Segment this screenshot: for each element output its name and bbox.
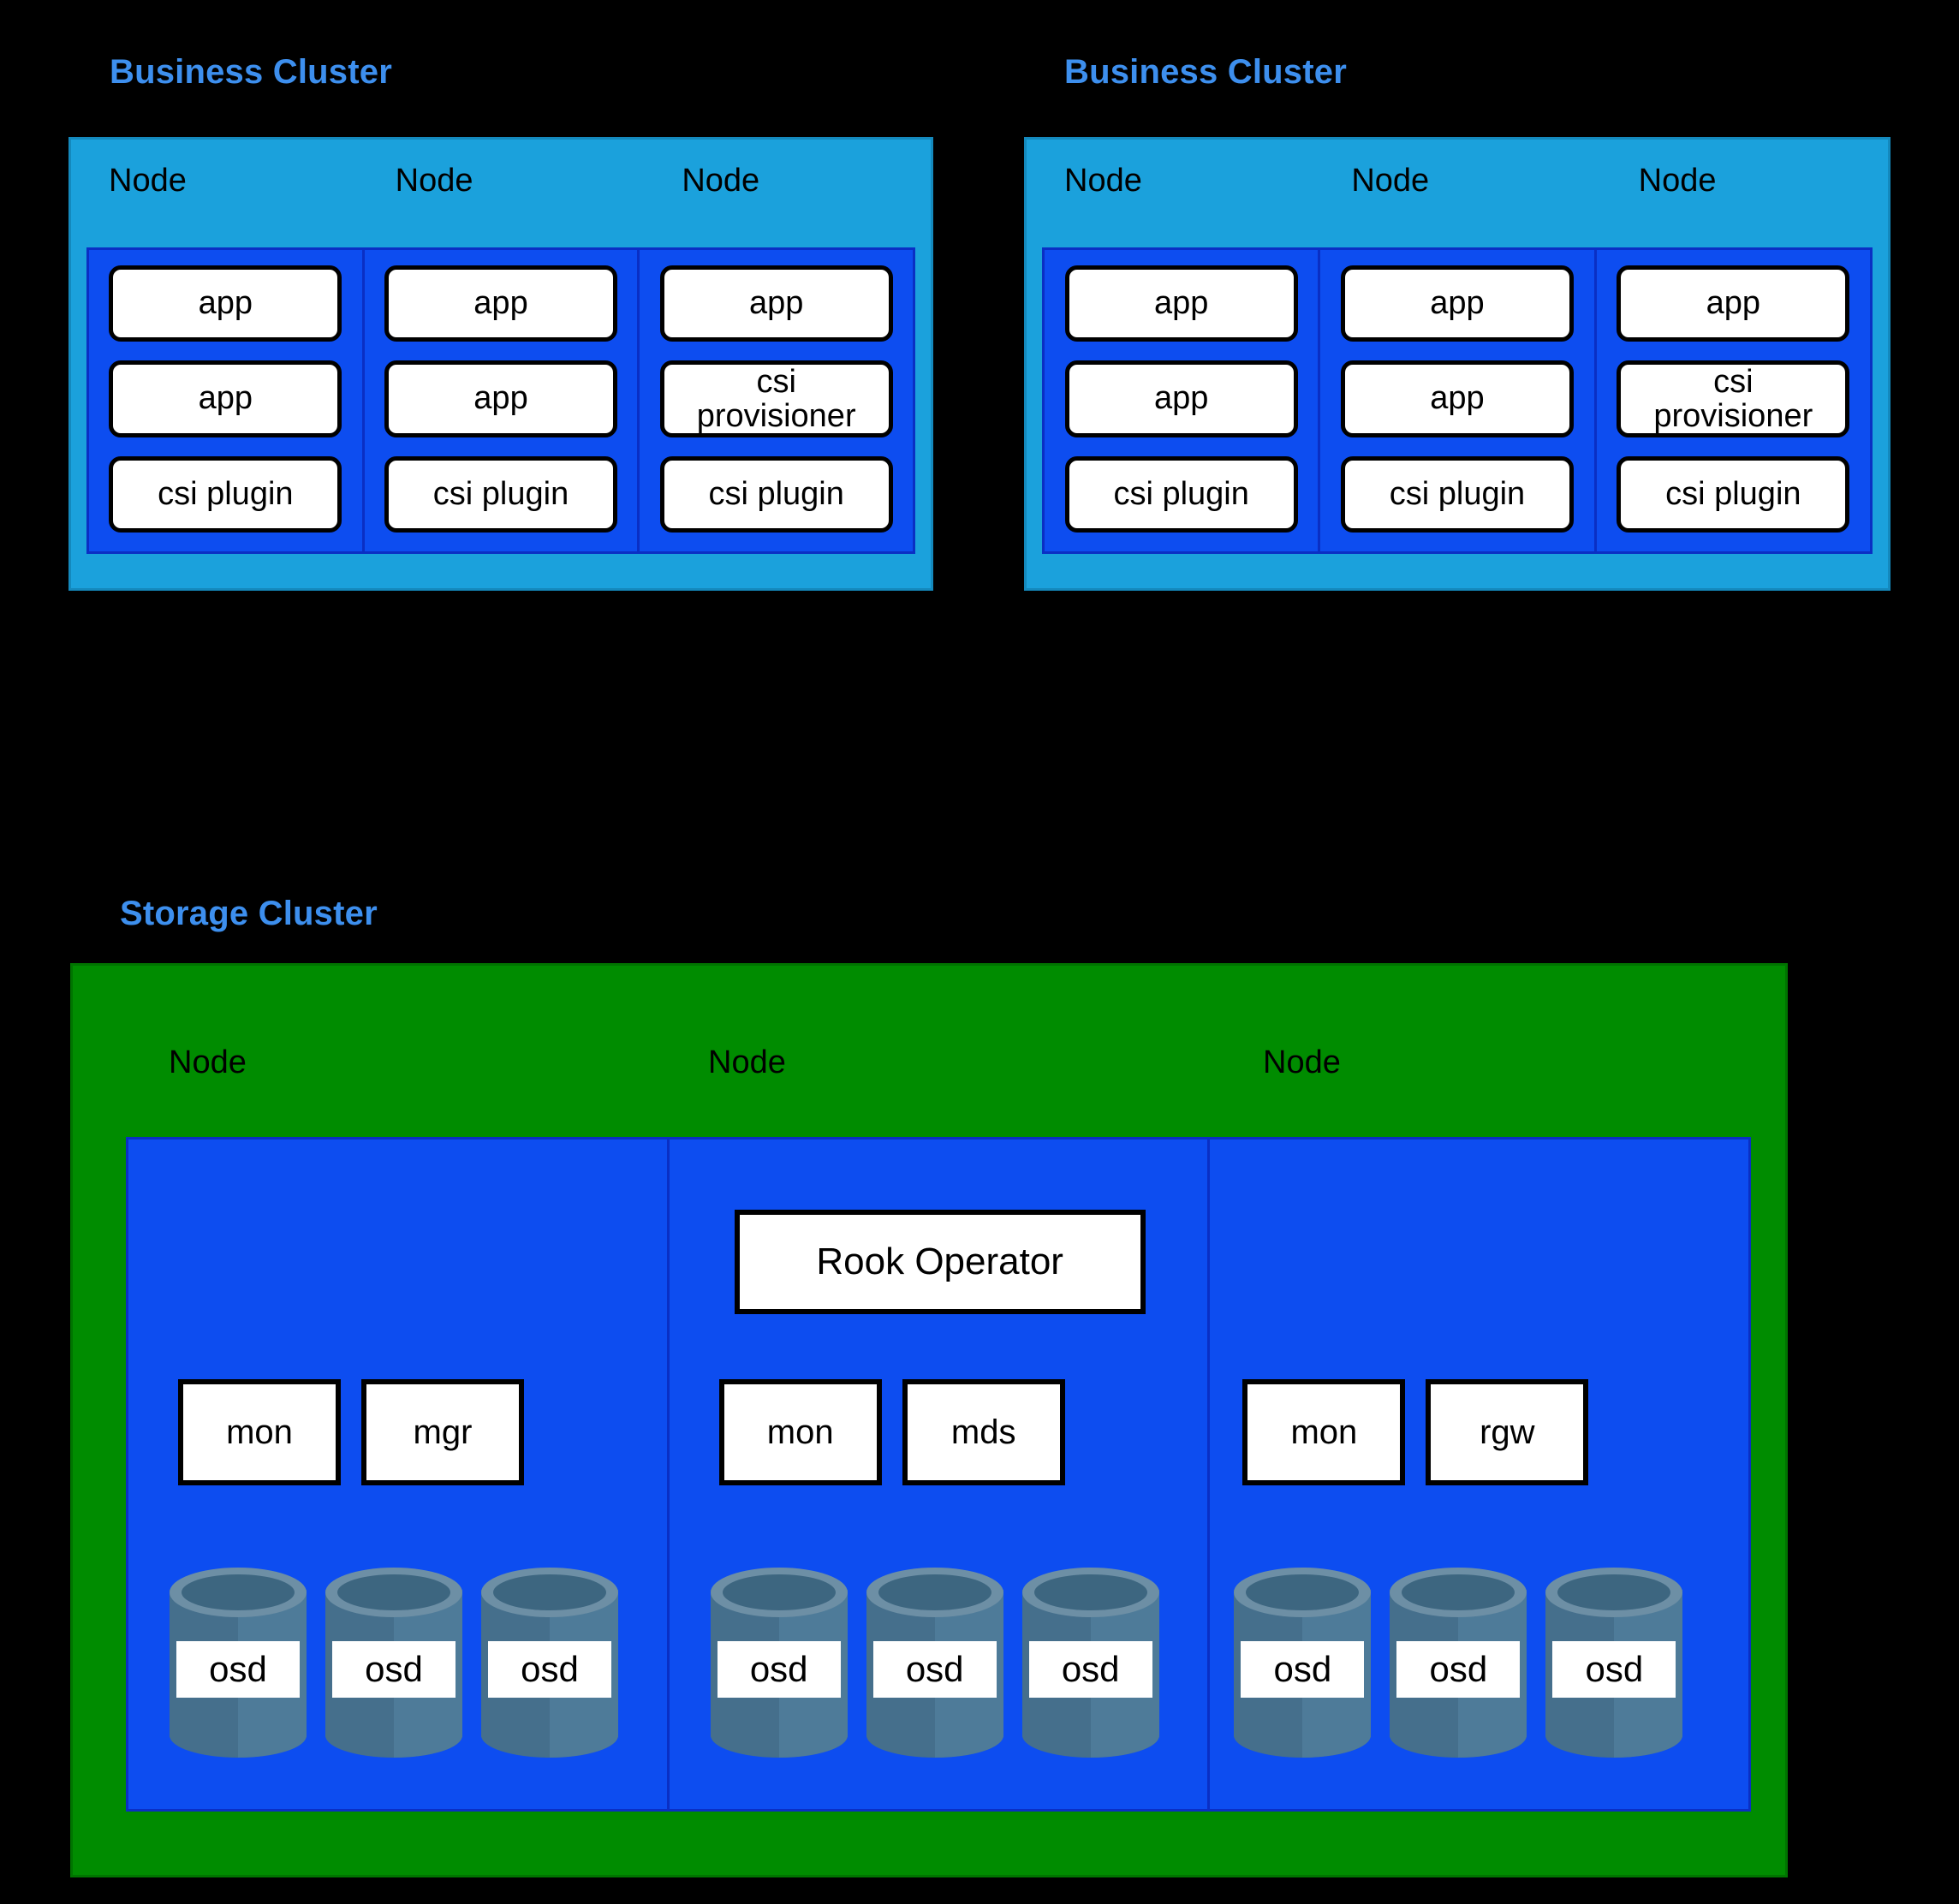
business-cluster-1-title: Business Cluster: [110, 53, 392, 91]
storage-node-2[interactable]: Rook Operator mon mds osd: [669, 1139, 1211, 1809]
cylinder-inner: [878, 1574, 991, 1610]
business-cluster-1-node-labels: Node Node Node: [71, 140, 931, 222]
node-column-1[interactable]: app app csi plugin: [89, 250, 365, 551]
cylinder-inner: [493, 1574, 606, 1610]
osd-label: osd: [332, 1641, 456, 1698]
pod-csi-plugin[interactable]: csi plugin: [109, 455, 342, 533]
node-label: Node: [708, 1044, 786, 1080]
osd-label: osd: [1241, 1641, 1365, 1698]
pod-app[interactable]: app: [1064, 265, 1298, 342]
osd-row: osd osd: [670, 1568, 1208, 1773]
node-label: Node: [1263, 1044, 1341, 1080]
cylinder-inner: [1402, 1574, 1515, 1610]
daemon-mon[interactable]: mon: [1242, 1379, 1406, 1485]
pod-csi-plugin[interactable]: csi plugin: [659, 456, 893, 533]
daemon-mds[interactable]: mds: [902, 1379, 1065, 1485]
business-cluster-1: Node Node Node app app csi plugin app ap…: [68, 137, 933, 591]
business-cluster-2-node-labels: Node Node Node: [1027, 140, 1888, 222]
node-label: Node: [395, 163, 473, 199]
osd-cylinder-icon[interactable]: osd: [170, 1568, 307, 1758]
daemon-row: mon mds: [670, 1379, 1208, 1485]
osd-label: osd: [717, 1641, 841, 1698]
node-label: Node: [109, 163, 187, 199]
storage-node-labels: Node Node Node: [73, 1044, 1785, 1106]
osd-label: osd: [1396, 1641, 1521, 1698]
pod-app[interactable]: app: [1340, 360, 1574, 437]
cylinder-inner: [182, 1574, 295, 1610]
cylinder-inner: [1033, 1574, 1147, 1610]
osd-cylinder-icon[interactable]: osd: [325, 1568, 462, 1758]
pod-app[interactable]: app: [1340, 265, 1574, 342]
osd-label: osd: [176, 1641, 300, 1698]
storage-cluster-title: Storage Cluster: [120, 895, 378, 932]
business-cluster-1-nodes: app app csi plugin app app csi plugin ap…: [86, 247, 915, 554]
node-label: Node: [169, 1044, 247, 1080]
osd-cylinder-icon[interactable]: osd: [481, 1568, 618, 1758]
cylinder-inner: [1246, 1574, 1360, 1610]
pod-csi-plugin[interactable]: csi plugin: [1340, 455, 1574, 533]
cylinder-bottom-light: [1090, 1713, 1159, 1758]
pod-csi-plugin[interactable]: csi plugin: [1617, 456, 1850, 533]
pod-app[interactable]: app: [109, 265, 342, 342]
node-column-2[interactable]: app app csi plugin: [1320, 250, 1597, 551]
osd-cylinder-icon[interactable]: osd: [1021, 1568, 1159, 1758]
node-label: Node: [1638, 163, 1717, 199]
pod-app[interactable]: app: [1064, 360, 1298, 437]
storage-cluster: Node Node Node mon mgr osd: [70, 963, 1788, 1877]
cylinder-inner: [722, 1574, 836, 1610]
osd-cylinder-icon[interactable]: osd: [710, 1568, 848, 1758]
cylinder-inner: [1557, 1574, 1671, 1610]
osd-label: osd: [1028, 1641, 1152, 1698]
osd-row: osd osd: [128, 1568, 667, 1773]
pod-app[interactable]: app: [659, 265, 893, 342]
pod-app[interactable]: app: [1617, 265, 1850, 342]
pod-csi-plugin[interactable]: csi plugin: [384, 455, 617, 533]
pod-app[interactable]: app: [109, 360, 342, 437]
cylinder-bottom-light: [1614, 1713, 1683, 1758]
storage-node-row: mon mgr osd: [126, 1137, 1751, 1812]
osd-cylinder-icon[interactable]: osd: [866, 1568, 1003, 1758]
osd-cylinder-icon[interactable]: osd: [1234, 1568, 1372, 1758]
node-label: Node: [1064, 163, 1142, 199]
cylinder-bottom-light: [550, 1713, 618, 1758]
node-column-2[interactable]: app app csi plugin: [364, 250, 640, 551]
daemon-row: mon mgr: [128, 1379, 667, 1485]
pod-app[interactable]: app: [384, 360, 617, 437]
osd-label: osd: [1552, 1641, 1676, 1698]
cylinder-bottom-light: [238, 1713, 307, 1758]
pod-csi-plugin[interactable]: csi plugin: [1064, 455, 1298, 533]
daemon-rgw[interactable]: rgw: [1426, 1379, 1589, 1485]
business-cluster-2: Node Node Node app app csi plugin app ap…: [1024, 137, 1891, 591]
node-label: Node: [1351, 163, 1430, 199]
cylinder-bottom-light: [934, 1713, 1003, 1758]
cylinder-bottom-light: [394, 1713, 462, 1758]
cylinder-bottom-light: [1302, 1713, 1372, 1758]
osd-row: osd osd: [1210, 1568, 1748, 1773]
daemon-mon[interactable]: mon: [718, 1379, 882, 1485]
daemon-mon[interactable]: mon: [178, 1379, 341, 1485]
storage-node-3[interactable]: mon rgw osd: [1210, 1139, 1749, 1809]
business-cluster-2-nodes: app app csi plugin app app csi plugin ap…: [1042, 247, 1873, 554]
osd-cylinder-icon[interactable]: osd: [1390, 1568, 1527, 1758]
cylinder-bottom-light: [778, 1713, 848, 1758]
osd-label: osd: [488, 1641, 611, 1698]
rook-operator-box[interactable]: Rook Operator: [734, 1210, 1146, 1314]
daemon-mgr[interactable]: mgr: [361, 1379, 524, 1485]
cylinder-inner: [337, 1574, 450, 1610]
osd-cylinder-icon[interactable]: osd: [1545, 1568, 1683, 1758]
storage-node-1[interactable]: mon mgr osd: [128, 1139, 670, 1809]
daemon-row: mon rgw: [1210, 1379, 1748, 1485]
business-cluster-2-title: Business Cluster: [1064, 53, 1347, 91]
node-column-1[interactable]: app app csi plugin: [1045, 250, 1321, 551]
cylinder-bottom-light: [1458, 1713, 1527, 1758]
pod-app[interactable]: app: [384, 265, 617, 342]
osd-label: osd: [872, 1641, 997, 1698]
node-label: Node: [682, 163, 760, 199]
